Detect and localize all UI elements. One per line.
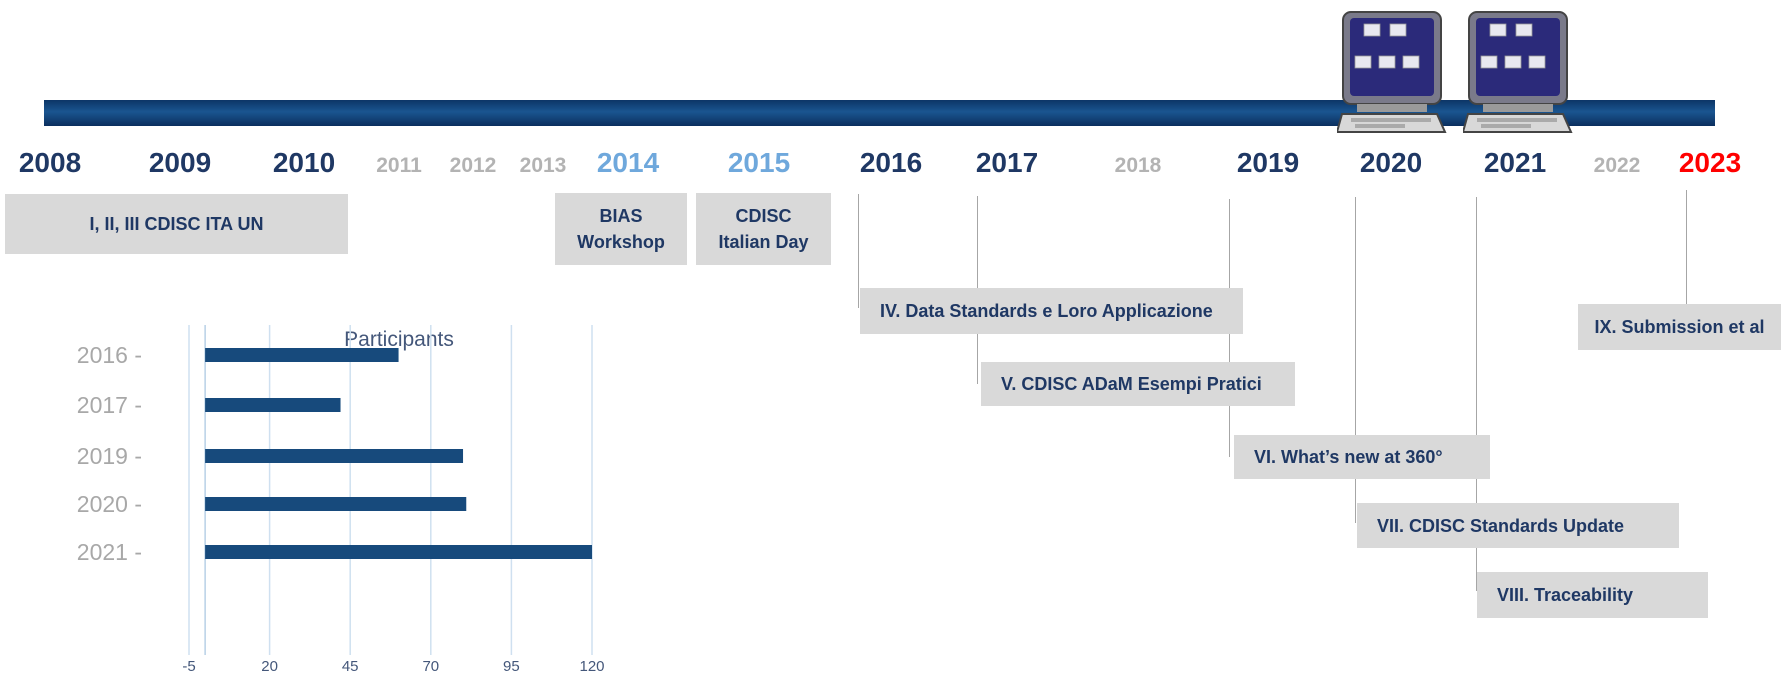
event-label: I, II, III CDISC ITA UN	[89, 214, 264, 234]
year-label-2013: 2013	[519, 154, 567, 177]
event-iv-data-standards: IV. Data Standards e Loro Applicazione	[860, 288, 1243, 334]
x-tick-label: 120	[579, 658, 604, 675]
event-label: VI. What’s new at 360°	[1254, 447, 1443, 467]
year-label-2017: 2017	[975, 147, 1039, 178]
year-label-2023: 2023	[1678, 147, 1742, 178]
event-label: CDISC	[735, 206, 792, 226]
bar-2020	[205, 497, 467, 511]
event-label: Italian Day	[718, 232, 809, 252]
year-label-2018: 2018	[1114, 154, 1162, 177]
event-bias-workshop: BIAS Workshop	[555, 193, 687, 265]
event-vii-standards-update: VII. CDISC Standards Update	[1357, 503, 1679, 548]
year-label-2022: 2022	[1593, 154, 1641, 177]
year-label-2021: 2021	[1483, 147, 1547, 178]
year-label-2011: 2011	[376, 154, 422, 177]
year-label-2016: 2016	[859, 147, 923, 178]
event-viii-traceability: VIII. Traceability	[1477, 572, 1708, 618]
event-ix-submission: IX. Submission et al	[1578, 304, 1781, 350]
virtual-computer-icon	[1461, 8, 1573, 136]
year-label-2015: 2015	[727, 147, 791, 178]
y-tick-label: 2017 -	[77, 392, 142, 418]
year-label-2008: 2008	[18, 147, 82, 178]
event-vi-whats-new: VI. What’s new at 360°	[1234, 435, 1490, 479]
bar-2017	[205, 398, 341, 412]
y-tick-label: 2021 -	[77, 539, 142, 565]
leader-line	[1476, 197, 1477, 591]
x-tick-label: 70	[422, 658, 439, 675]
virtual-computer-icon	[1335, 8, 1447, 136]
event-label: IX. Submission et al	[1594, 317, 1765, 337]
event-label: IV. Data Standards e Loro Applicazione	[880, 301, 1213, 321]
x-tick-label: -5	[182, 658, 195, 675]
year-label-2012: 2012	[449, 154, 497, 177]
y-tick-label: 2020 -	[77, 491, 142, 517]
bar-2016	[205, 348, 399, 362]
bar-2019	[205, 449, 464, 463]
event-label: V. CDISC ADaM Esempi Pratici	[1001, 374, 1262, 394]
leader-line	[1355, 197, 1356, 523]
event-cdisc-italian-day: CDISC Italian Day	[696, 193, 831, 265]
event-label: VII. CDISC Standards Update	[1377, 515, 1625, 536]
year-label-2014: 2014	[596, 147, 660, 178]
event-label: Workshop	[577, 232, 665, 252]
participants-chart: Participants -5 20 45 70 95 120 2016 - 2017 - 20…	[60, 315, 680, 676]
year-label-2009: 2009	[148, 147, 212, 178]
year-label-2020: 2020	[1359, 147, 1423, 178]
event-v-adam-esempi: V. CDISC ADaM Esempi Pratici	[981, 362, 1295, 406]
x-tick-label: 95	[503, 658, 520, 675]
y-tick-label: 2019 -	[77, 443, 142, 469]
event-cdisc-ita-un: I, II, III CDISC ITA UN	[5, 194, 348, 254]
event-label: VIII. Traceability	[1497, 585, 1634, 605]
bar-2021	[205, 545, 592, 559]
chart-title: Participants	[344, 328, 454, 351]
leader-line	[1686, 190, 1687, 304]
year-label-2010: 2010	[272, 147, 336, 178]
y-tick-label: 2016 -	[77, 342, 142, 368]
x-tick-label: 20	[261, 658, 278, 675]
participants-chart-svg: Participants -5 20 45 70 95 120 2016 - 2017 - 20…	[77, 325, 605, 675]
leader-line	[858, 194, 859, 308]
year-label-2019: 2019	[1236, 147, 1300, 178]
event-label: BIAS	[599, 206, 643, 226]
x-tick-label: 45	[342, 658, 359, 675]
